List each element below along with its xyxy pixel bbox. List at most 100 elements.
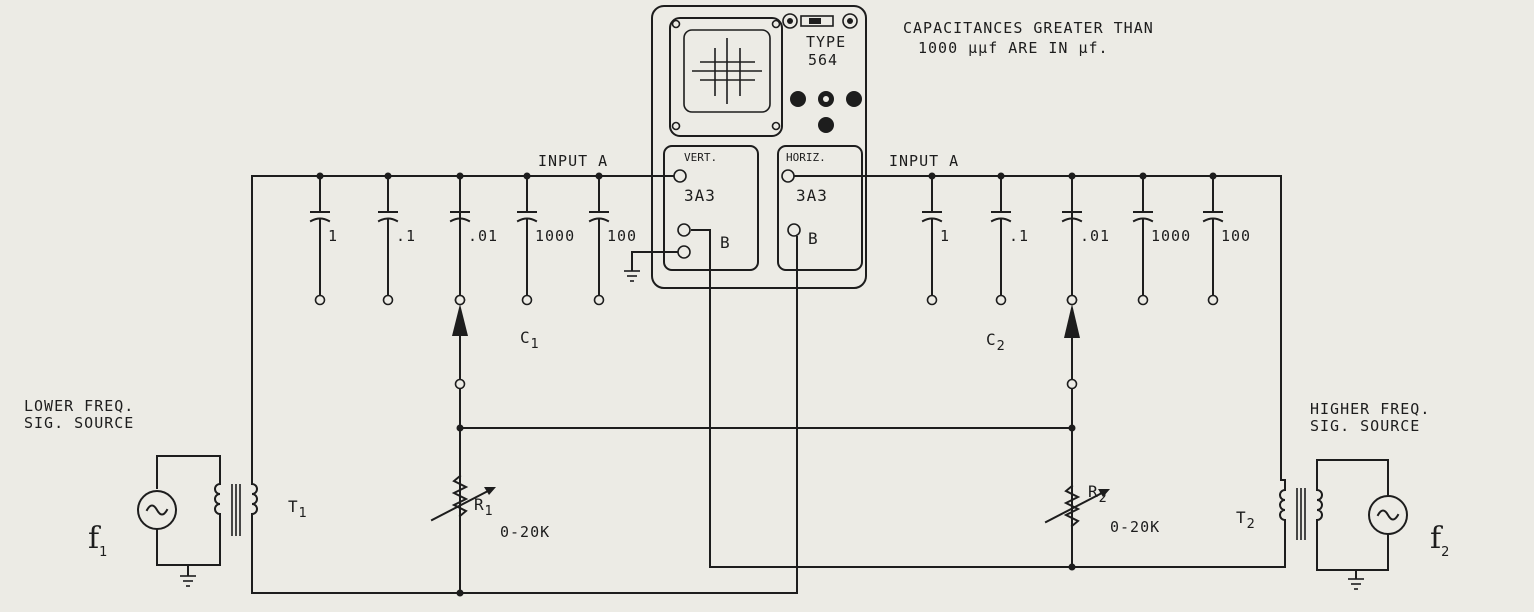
capacitor: 1 (309, 172, 338, 306)
junction-dot (997, 172, 1005, 180)
capacitor-terminal (926, 294, 938, 306)
sine-icon (1376, 509, 1400, 521)
vert-plugin-model: 3A3 (684, 186, 716, 205)
capacitor-value: 1000 (535, 227, 575, 245)
right-cap-group-label: C2 (986, 330, 1006, 354)
right-wiper-link (1064, 294, 1080, 390)
right-source-line-1: HIGHER FREQ. (1310, 400, 1430, 418)
horiz-b-label: B (808, 229, 819, 248)
capacitor: 100 (1202, 172, 1251, 306)
capacitor-value: .01 (1080, 227, 1110, 245)
capacitor: 100 (588, 172, 637, 306)
horiz-input-b-terminal (787, 223, 801, 237)
capacitor-value: 1 (940, 227, 950, 245)
capacitor-terminal (995, 294, 1007, 306)
sine-icon (145, 504, 169, 516)
junction-dot (595, 172, 603, 180)
bezel-screw (671, 121, 681, 131)
right-input-label: INPUT A (889, 152, 959, 170)
horiz-plugin-model: 3A3 (796, 186, 828, 205)
vert-label: VERT. (684, 151, 717, 164)
capacitor: .01 (449, 175, 498, 306)
right-resistor-label: R2 (1088, 482, 1108, 506)
left-resistor-label: R1 (474, 495, 494, 519)
bezel-screw (771, 121, 781, 131)
capacitor-value: 100 (607, 227, 637, 245)
junction-dots (456, 424, 1076, 597)
right-transformer (1279, 459, 1389, 571)
left-wiper-link (452, 294, 468, 390)
capacitor-value: .01 (468, 227, 498, 245)
left-frequency-label: f1 (88, 521, 107, 560)
capacitor: 1000 (516, 172, 575, 306)
capacitor-value: 100 (1221, 227, 1251, 245)
horiz-input-a-terminal (781, 169, 795, 183)
knob-icon (818, 117, 834, 133)
capacitor-terminal (314, 294, 326, 306)
right-transformer-label: T2 (1236, 508, 1256, 532)
ground-icon (1348, 578, 1364, 590)
left-transformer (156, 455, 258, 566)
left-variable-resistor (430, 474, 496, 522)
capacitor: 1000 (1132, 172, 1191, 306)
capacitor-terminal (593, 294, 605, 306)
right-source-line-2: SIG. SOURCE (1310, 417, 1420, 435)
junction-dot (316, 172, 324, 180)
crt-bezel (669, 17, 783, 137)
scope-case (651, 5, 867, 289)
junction-dot (523, 172, 531, 180)
right-frequency-label: f2 (1430, 521, 1449, 560)
bezel-screw (671, 19, 681, 29)
vert-b-label: B (720, 233, 731, 252)
arrow-up-icon (1064, 304, 1080, 338)
knob-icon (790, 91, 806, 107)
ground-icon (624, 270, 640, 282)
capacitor-terminal (382, 294, 394, 306)
type-label: TYPE (806, 33, 846, 51)
bezel-screw (771, 19, 781, 29)
capacitor-terminal (1207, 294, 1219, 306)
capacitor: 1 (921, 172, 950, 306)
junction-dot (928, 172, 936, 180)
junction-dot (456, 172, 464, 180)
note-line-1: CAPACITANCES GREATER THAN (903, 19, 1154, 37)
vert-input-b-terminal (677, 223, 691, 237)
horiz-label: HORIZ. (786, 151, 826, 164)
capacitor-terminal (521, 294, 533, 306)
right-resistor-range: 0-20K (1110, 518, 1160, 536)
capacitor-value: 1 (328, 227, 338, 245)
capacitor-value: .1 (1009, 227, 1029, 245)
left-transformer-label: T1 (288, 497, 308, 521)
capacitor: .1 (377, 172, 416, 306)
junction-dot (1139, 172, 1147, 180)
junction-dot (1068, 172, 1076, 180)
knob-icon (846, 91, 862, 107)
capacitor-terminal (1137, 294, 1149, 306)
capacitor-value: .1 (396, 227, 416, 245)
oscilloscope: TYPE 564 VERT. 3A3 B HORIZ. 3A3 B (651, 5, 867, 289)
left-cap-group-label: C1 (520, 328, 540, 352)
arrow-up-icon (452, 304, 468, 336)
connector-icon (782, 13, 798, 29)
horiz-plugin-panel (777, 145, 863, 271)
left-source-line-2: SIG. SOURCE (24, 414, 134, 432)
right-capacitor-bank: 1 .1 .01 1000 100 (921, 172, 1251, 306)
vert-input-a-terminal (673, 169, 687, 183)
left-resistor-range: 0-20K (500, 523, 550, 541)
junction-dot (1209, 172, 1217, 180)
capacitor: .01 (1061, 175, 1110, 306)
graticule (692, 38, 762, 104)
right-variable-resistor (1044, 484, 1110, 528)
crt-screen (683, 29, 771, 113)
left-input-label: INPUT A (538, 152, 608, 170)
left-capacitor-bank: 1 .1 .01 1000 100 (309, 172, 637, 306)
connector-icon (842, 13, 858, 29)
left-source-line-1: LOWER FREQ. (24, 397, 134, 415)
capacitor-value: 1000 (1151, 227, 1191, 245)
junction-dot (384, 172, 392, 180)
switch-icon (800, 15, 834, 27)
ground-icon (180, 575, 196, 587)
right-signal-source (1368, 495, 1408, 535)
